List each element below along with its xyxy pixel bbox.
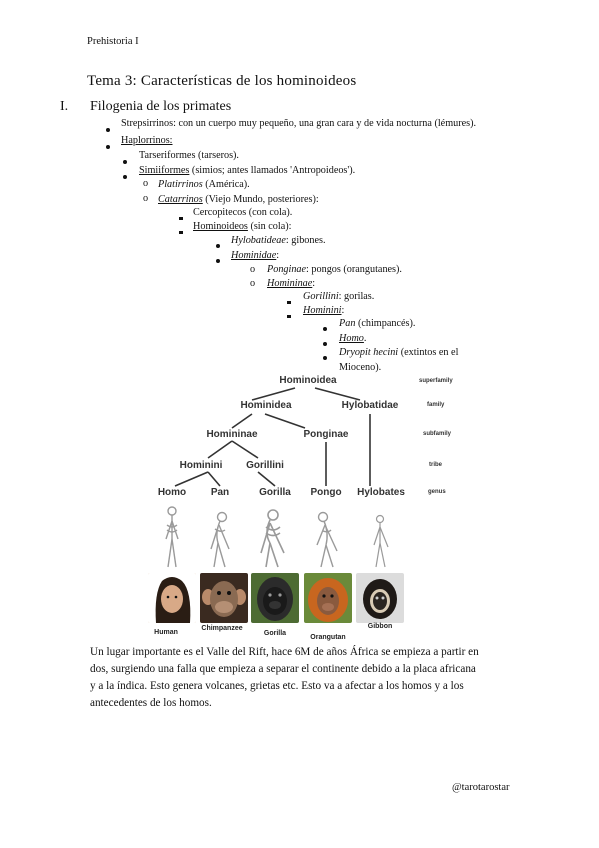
label-orangutan: Orangutan	[310, 634, 346, 641]
bullet-dot	[123, 156, 127, 167]
bullet-dot	[216, 240, 220, 251]
rank-genus: genus	[428, 489, 446, 495]
bullet-circle: o	[250, 278, 256, 289]
list-item-simiiformes: Simiiformes (simios; antes llamados 'Ant…	[139, 165, 356, 176]
list-item-hominini: Hominini:	[303, 305, 345, 316]
tree-lines	[174, 387, 371, 487]
list-item-hominoideos: Hominoideos (sin cola):	[193, 221, 292, 232]
human-face-image	[148, 573, 196, 623]
bullet-dot	[323, 323, 327, 334]
chimpanzee-face-image	[200, 573, 248, 623]
node-pongo: Pongo	[310, 487, 342, 498]
section-title: Filogenia de los primates	[90, 99, 232, 114]
rank-superfamily: superfamily	[419, 378, 453, 384]
page-title: Tema 3: Características de los hominoide…	[87, 73, 357, 89]
list-item-strepsirrinos: Strepsirrinos: con un cuerpo muy pequeño…	[121, 118, 477, 129]
node-hylobatidae: Hylobatidae	[341, 400, 399, 411]
body-paragraph: Un lugar importante es el Valle del Rift…	[90, 644, 520, 712]
page-header: Prehistoria I	[87, 36, 139, 47]
node-homininae: Homininae	[206, 429, 258, 440]
bullet-circle: o	[143, 193, 149, 204]
gorilla-face-image	[251, 573, 299, 623]
phylogeny-tree: Hominoidea Hominidea Hylobatidae Hominin…	[140, 368, 480, 508]
list-item-haplorrinos: Haplorrinos:	[121, 135, 173, 146]
bullet-square	[179, 226, 183, 237]
node-hominoidea: Hominoidea	[279, 375, 337, 386]
paragraph-line: dos, surgiendo una falla que empieza a s…	[90, 663, 476, 675]
list-item-pan: Pan (chimpancés).	[339, 318, 416, 329]
orangutan-skeleton-icon	[316, 511, 338, 568]
node-hominini: Hominini	[179, 460, 223, 471]
list-item-dryopit-cont: Mioceno).	[339, 362, 382, 373]
rank-tribe: tribe	[429, 462, 443, 468]
list-item-platirrinos: Platirrinos (América).	[158, 179, 250, 190]
bullet-dot	[323, 338, 327, 349]
list-item-homininae: Homininae:	[267, 278, 316, 289]
list-item-dryopit: Dryopit hecini (extintos en el	[339, 347, 459, 358]
human-skeleton-icon	[165, 506, 179, 568]
node-ponginae: Ponginae	[303, 429, 349, 440]
rank-family: family	[427, 402, 445, 408]
bullet-dot	[106, 124, 110, 135]
bullet-circle: o	[143, 178, 149, 189]
chimpanzee-skeleton-icon	[210, 511, 230, 568]
bullet-square	[179, 212, 183, 223]
list-item-hylobatideae: Hylobatideae: gibones.	[231, 235, 326, 246]
bullet-dot	[216, 255, 220, 266]
node-gorilla: Gorilla	[259, 487, 291, 498]
paragraph-line: Un lugar importante es el Valle del Rift…	[90, 646, 479, 658]
paragraph-line: antecedentes de los homos.	[90, 697, 212, 709]
list-item-gorillini: Gorillini: gorilas.	[303, 291, 375, 302]
node-hylobates: Hylobates	[357, 487, 405, 498]
orangutan-face-image	[304, 573, 352, 623]
list-item-tarseriformes: Tarseriformes (tarseros).	[139, 150, 239, 161]
list-item-cercopitecos: Cercopitecos (con cola).	[193, 207, 293, 218]
node-gorillini: Gorillini	[246, 460, 284, 471]
label-human: Human	[154, 629, 178, 636]
list-item-homo: Homo.	[339, 333, 367, 344]
bullet-dot	[123, 171, 127, 182]
bullet-dot	[106, 141, 110, 152]
gorilla-skeleton-icon	[260, 509, 285, 568]
label-gibbon: Gibbon	[367, 623, 393, 630]
list-item-ponginae: Ponginae: pongos (orangutanes).	[267, 264, 402, 275]
list-item-hominidae: Hominidae:	[231, 250, 280, 261]
paragraph-line: y a la índica. Esto genera volcanes, gri…	[90, 680, 464, 692]
bullet-circle: o	[250, 264, 256, 275]
rank-subfamily: subfamily	[423, 431, 452, 437]
node-pan: Pan	[210, 487, 230, 498]
label-gorilla: Gorilla	[263, 630, 287, 637]
gibbon-face-image	[356, 573, 404, 623]
bullet-dot	[323, 352, 327, 363]
node-homo: Homo	[157, 487, 187, 498]
bullet-square	[287, 310, 291, 321]
label-chimpanzee: Chimpanzee	[201, 625, 243, 632]
node-hominidea: Hominidea	[240, 400, 292, 411]
list-item-catarrinos: Catarrinos (Viejo Mundo, posteriores):	[158, 194, 319, 205]
gibbon-skeleton-icon	[373, 514, 389, 568]
section-number: I.	[60, 99, 69, 114]
footer-handle: @tarotarostar	[452, 782, 510, 793]
bullet-square	[287, 296, 291, 307]
